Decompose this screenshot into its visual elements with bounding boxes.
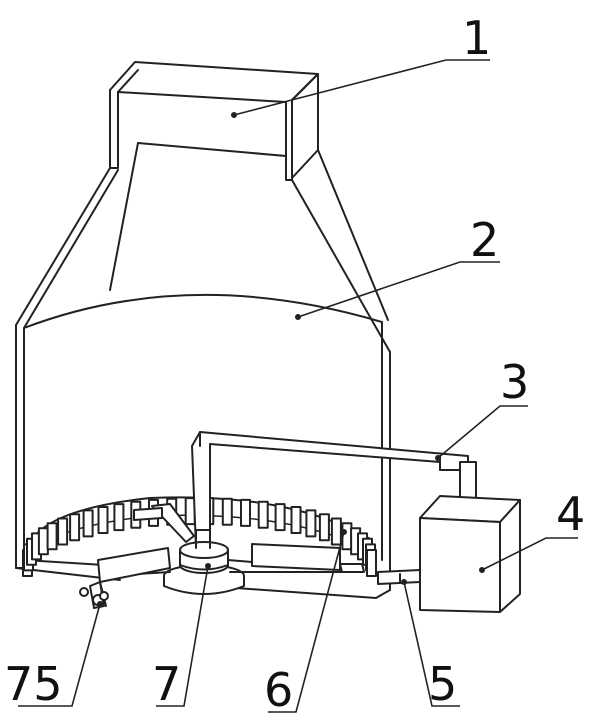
blade [305, 509, 317, 538]
callout-2: 2 [470, 213, 499, 267]
callout-7: 7 [152, 657, 181, 711]
connector [377, 569, 421, 585]
leader-lines [18, 59, 578, 713]
blade [341, 522, 353, 551]
control-box [419, 495, 521, 613]
blade [257, 500, 269, 529]
callout-1: 1 [462, 11, 491, 65]
blade [113, 503, 125, 532]
callout-5: 5 [428, 657, 457, 711]
callout-3: 3 [500, 355, 529, 409]
blade [69, 513, 81, 542]
blade [318, 513, 330, 542]
callout-6: 6 [264, 663, 293, 717]
callout-4: 4 [556, 487, 585, 541]
blade [57, 517, 69, 546]
blade [46, 522, 58, 551]
blade [240, 498, 251, 527]
inlet-duct [109, 61, 319, 181]
blade [274, 503, 286, 532]
blade [37, 527, 49, 556]
nozzle-bar [79, 547, 171, 609]
blade [330, 517, 342, 546]
blade [290, 506, 302, 534]
blade [97, 506, 109, 534]
blade [82, 509, 94, 538]
blade [221, 497, 233, 526]
callout-labels: 1 2 3 4 75 7 6 5 [4, 11, 585, 717]
callout-75: 75 [4, 657, 63, 711]
blade [366, 549, 377, 577]
hood-body [15, 142, 391, 599]
